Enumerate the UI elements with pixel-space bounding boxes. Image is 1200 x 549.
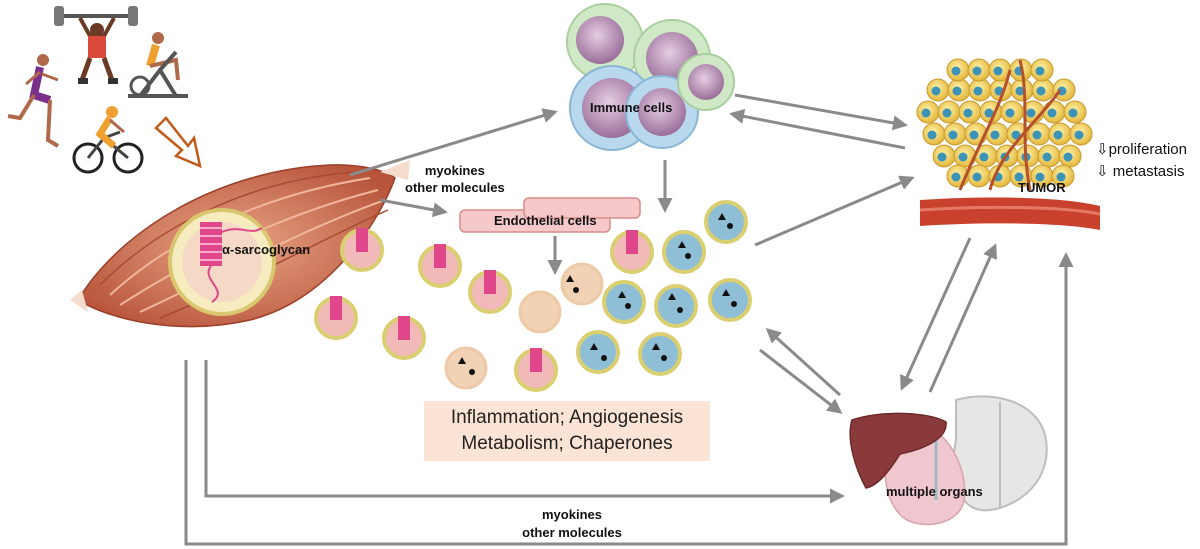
organs-icon	[849, 395, 1048, 526]
tumor-cell-nucleus	[1035, 66, 1045, 76]
immune-cells-icon	[566, 3, 735, 151]
multiple-organs-label: multiple organs	[886, 484, 983, 499]
exercise-arrow	[154, 116, 202, 169]
tumor-label: TUMOR	[1018, 180, 1066, 195]
tumor-cell-nucleus	[921, 108, 931, 118]
myokines-top-line1: myokines	[424, 163, 485, 178]
tumor-cell-nucleus	[972, 172, 982, 182]
tumor-cell-nucleus	[1026, 108, 1036, 118]
tumor-cell-nucleus	[942, 108, 952, 118]
processes-line2: Metabolism; Chaperones	[461, 433, 673, 454]
connection-arrows	[184, 93, 1074, 546]
processes-line1: Inflammation; Angiogenesis	[450, 407, 684, 428]
tumor-cell-nucleus	[1015, 86, 1025, 96]
tumor-cell-nucleus	[952, 86, 962, 96]
endothelial-cells-label: Endothelial cells	[494, 213, 597, 228]
tumor-cell-nucleus	[990, 130, 1000, 140]
tumor-cell-nucleus	[1074, 130, 1084, 140]
myokines-top-label: myokines other molecules	[405, 162, 505, 196]
tumor-cell-nucleus	[937, 152, 947, 162]
tumor-cell-nucleus	[1053, 130, 1063, 140]
tumor-cell-nucleus	[969, 130, 979, 140]
tumor-cell-nucleus	[1056, 172, 1066, 182]
tumor-cell-nucleus	[927, 130, 937, 140]
myokines-bottom-line2: other molecules	[522, 525, 622, 540]
tumor-cell-nucleus	[1036, 86, 1046, 96]
muscle-icon	[70, 160, 410, 328]
tumor-cell-nucleus	[1014, 172, 1024, 182]
myokines-bottom-line1: myokines	[542, 507, 602, 522]
tumor-cell-nucleus	[963, 108, 973, 118]
tumor-effect-metastasis: ⇩ metastasis	[1096, 162, 1184, 180]
myokines-bottom-label: myokines other molecules	[512, 506, 632, 542]
tumor-cell-nucleus	[958, 152, 968, 162]
tumor-cell-nucleus	[1057, 86, 1067, 96]
proliferation-text: proliferation	[1108, 141, 1187, 158]
tumor-cell-nucleus	[993, 66, 1003, 76]
endothelial-cells-icon	[459, 197, 641, 233]
tumor-cell-nucleus	[1032, 130, 1042, 140]
extracellular-vesicles-icon	[314, 200, 752, 392]
tumor-cell-nucleus	[951, 66, 961, 76]
tumor-cell-nucleus	[984, 108, 994, 118]
tumor-cell-nucleus	[1042, 152, 1052, 162]
down-arrow-icon: ⇩	[1096, 141, 1109, 158]
tumor-cell-nucleus	[1063, 152, 1073, 162]
tumor-cell-nucleus	[1011, 130, 1021, 140]
tumor-cell-nucleus	[1005, 108, 1015, 118]
tumor-cell-nucleus	[1068, 108, 1078, 118]
tumor-icon	[916, 58, 1101, 230]
tumor-cell-nucleus	[1035, 172, 1045, 182]
tumor-cell-nucleus	[973, 86, 983, 96]
tumor-cell-nucleus	[931, 86, 941, 96]
alpha-sarcoglycan-label: α-sarcoglycan	[222, 242, 311, 257]
tumor-cell-nucleus	[1047, 108, 1057, 118]
tumor-cell-nucleus	[979, 152, 989, 162]
metastasis-text: metastasis	[1112, 163, 1185, 180]
tumor-effect-proliferation: ⇩proliferation	[1096, 140, 1187, 158]
tumor-cell-nucleus	[972, 66, 982, 76]
immune-cells-label: Immune cells	[590, 100, 673, 115]
tumor-cell-nucleus	[951, 172, 961, 182]
exercise-figures-icon	[7, 6, 188, 174]
down-arrow-icon: ⇩	[1096, 163, 1109, 180]
tumor-cell-nucleus	[948, 130, 958, 140]
processes-box: Inflammation; Angiogenesis Metabolism; C…	[424, 401, 710, 461]
myokines-top-line2: other molecules	[405, 180, 505, 195]
